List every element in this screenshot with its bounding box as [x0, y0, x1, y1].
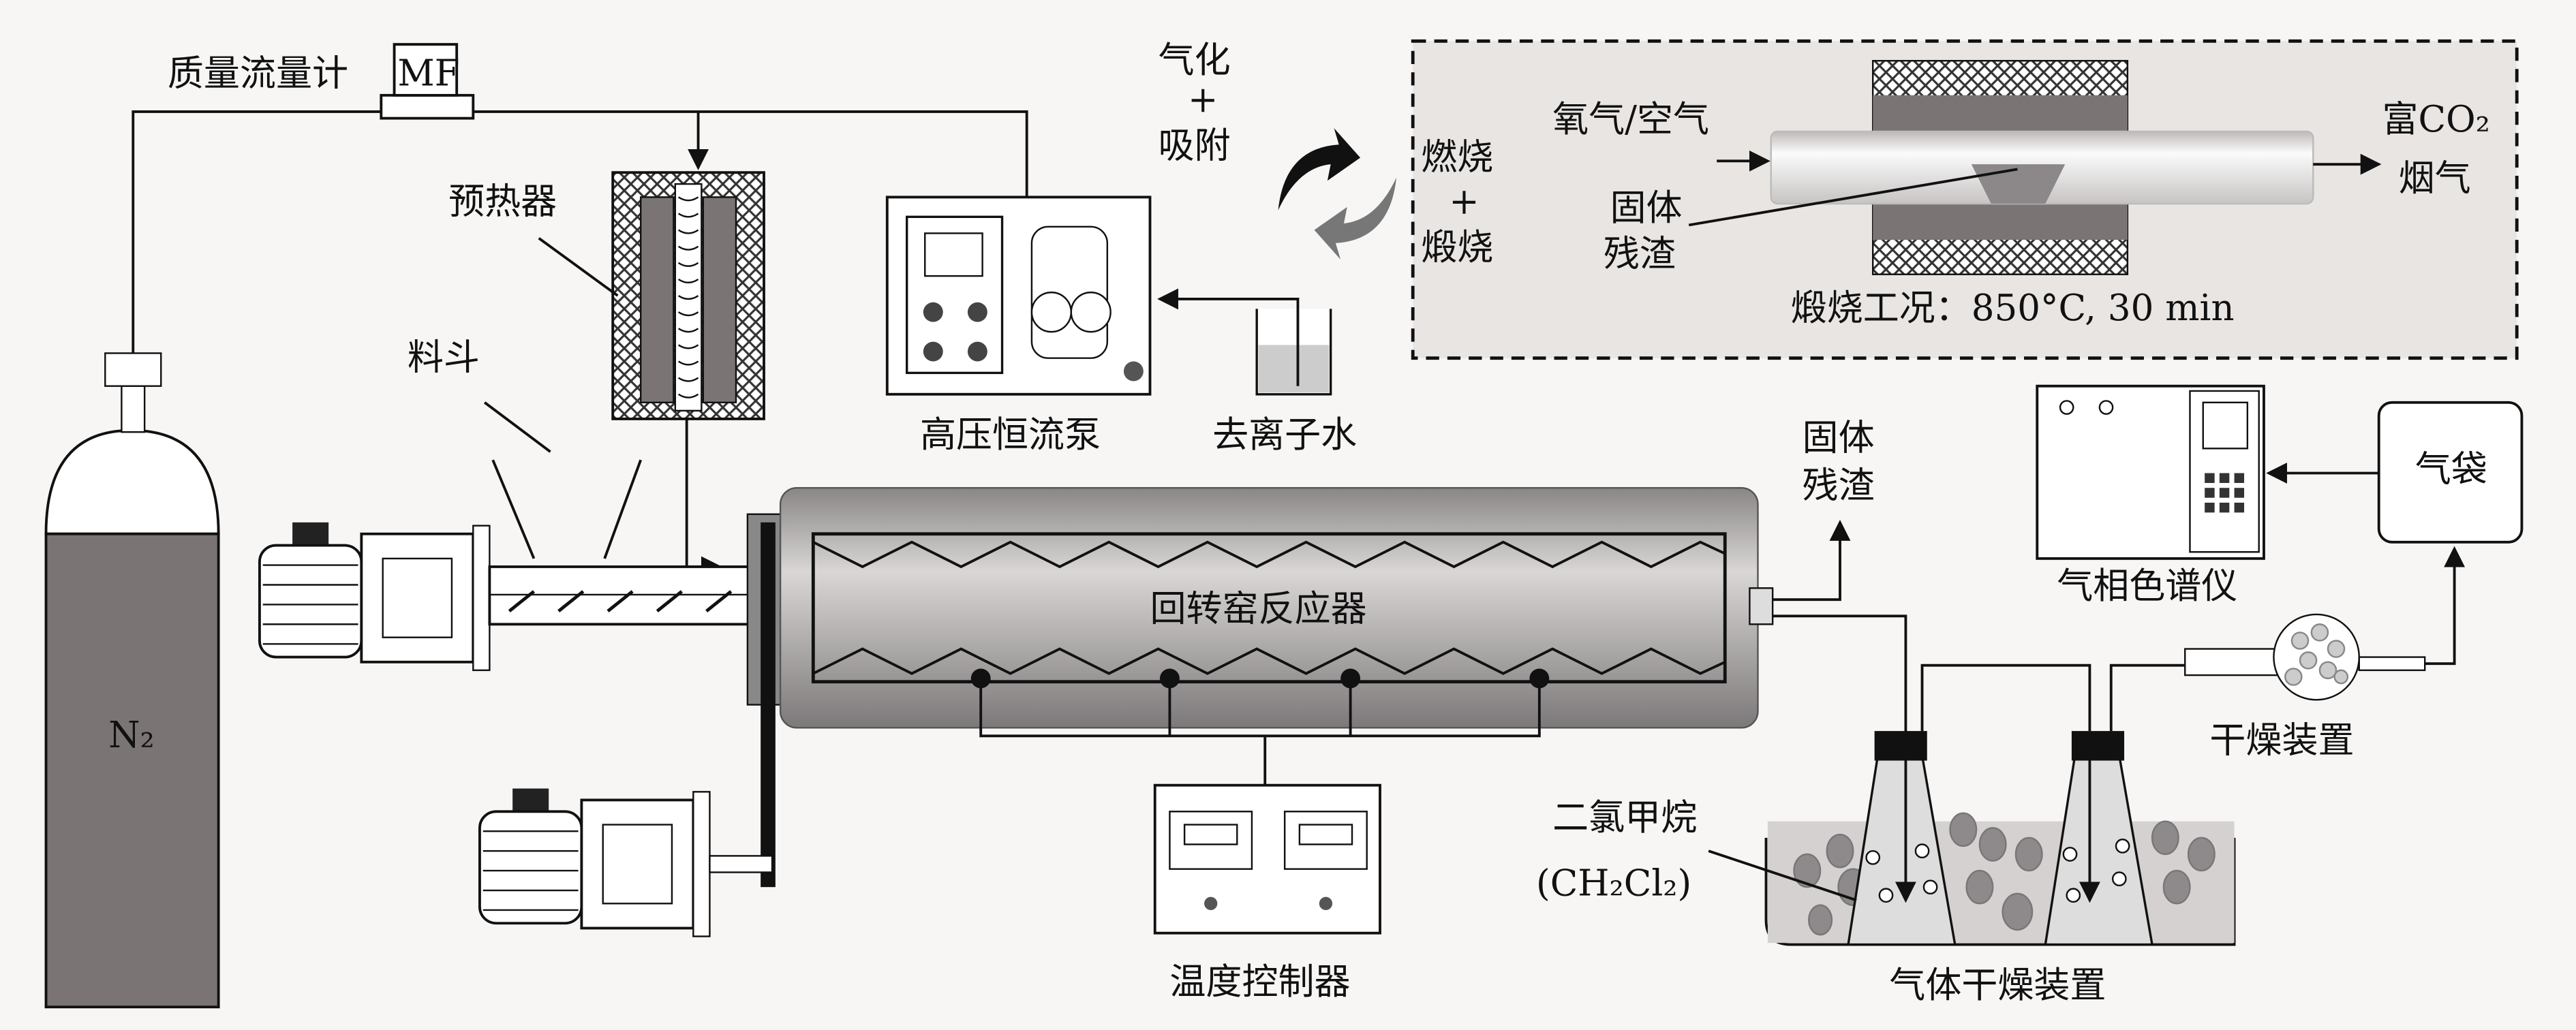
- drive-belt: [761, 522, 776, 888]
- gas-chromatograph: 气相色谱仪: [2036, 384, 2265, 607]
- water-beaker: 去离子水: [1157, 288, 1357, 456]
- mf-label: MF: [397, 52, 459, 94]
- calcine-label: 煅烧: [1421, 226, 1493, 268]
- cycle-arrow-icon: [1278, 128, 1361, 210]
- mass-flow-meter-label: 质量流量计: [168, 52, 348, 94]
- solid-residue-label: 残渣: [1803, 465, 1875, 507]
- gc-label: 气相色谱仪: [2057, 565, 2237, 607]
- dcm-label: 二氯甲烷: [1552, 796, 1697, 839]
- n2-cylinder: N₂: [44, 352, 220, 1009]
- solid-residue-label: 固体: [1803, 417, 1875, 459]
- n2-label: N₂: [108, 714, 155, 756]
- oxygen-air-label: 氧气/空气: [1552, 98, 1709, 140]
- plus-label: +: [1449, 180, 1479, 222]
- calcination-condition: 煅烧工况：850°C, 30 min: [1791, 287, 2235, 329]
- dryer-label: 干燥装置: [2209, 719, 2354, 761]
- flue-gas-label: 烟气: [2399, 157, 2471, 200]
- residue-label: 残渣: [1604, 233, 1676, 275]
- co2-rich-label: 富CO₂: [2382, 98, 2490, 140]
- burn-label: 燃烧: [1421, 136, 1493, 178]
- gasify-label: 气化: [1159, 39, 1231, 81]
- dcm-formula: (CH₂Cl₂): [1536, 862, 1691, 904]
- gas-bag: 气袋: [2377, 401, 2524, 544]
- motor-feeder: [258, 522, 491, 672]
- water-label: 去离子水: [1212, 413, 1357, 456]
- residue-label: 固体: [1610, 187, 1682, 229]
- hopper-label: 料斗: [408, 337, 480, 379]
- calcination-inset: 燃烧 + 煅烧 氧气/空气 固体 残渣 富CO₂ 烟气 煅烧工况：850°C, …: [1411, 39, 2519, 360]
- temperature-controller: 温度控制器: [1153, 783, 1381, 1003]
- rotary-kiln-reactor: 回转窑反应器: [746, 487, 1774, 729]
- preheater-label: 预热器: [448, 180, 557, 222]
- thermocouples: [970, 668, 1550, 785]
- plus-label: +: [1188, 78, 1218, 121]
- gas-drying-label: 气体干燥装置: [1889, 964, 2106, 1006]
- pump-label: 高压恒流泵: [920, 413, 1101, 456]
- gas-drying-unit: 二氯甲烷 (CH₂Cl₂) 气体干燥装置: [1536, 731, 2236, 1006]
- high-pressure-pump: 高压恒流泵: [885, 196, 1152, 456]
- preheater: 预热器: [448, 171, 765, 420]
- adsorb-label: 吸附: [1159, 124, 1231, 166]
- mass-flow-meter: 质量流量计 MF: [168, 43, 475, 120]
- reactor-label: 回转窑反应器: [1150, 588, 1366, 630]
- cycle-arrow-icon: [1314, 177, 1397, 260]
- temp-controller-label: 温度控制器: [1169, 961, 1350, 1003]
- dryer: 干燥装置: [2184, 613, 2426, 761]
- gas-bag-label: 气袋: [2415, 448, 2487, 490]
- motor-rotation: [478, 788, 773, 937]
